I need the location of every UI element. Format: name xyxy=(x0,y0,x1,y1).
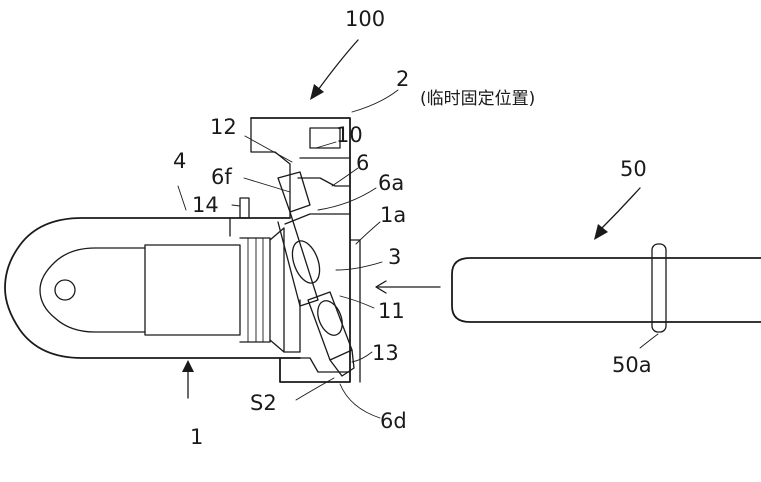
leader-12 xyxy=(244,135,293,163)
label-6: 6 xyxy=(356,151,369,175)
leader-2 xyxy=(351,89,399,113)
leader-3 xyxy=(335,261,383,271)
label-6a: 6a xyxy=(378,171,404,195)
label-12: 12 xyxy=(210,115,237,139)
housing-outline xyxy=(250,117,351,383)
post-14 xyxy=(239,197,250,219)
label-13: 13 xyxy=(372,341,399,365)
label-100: 100 xyxy=(345,7,385,31)
leader-11 xyxy=(339,295,375,309)
housing-top-pocket xyxy=(309,127,341,149)
label-1a: 1a xyxy=(380,203,406,227)
housing-mid-ledge xyxy=(284,213,351,225)
leader-1a xyxy=(355,221,381,245)
label-50: 50 xyxy=(620,157,647,181)
pipe-outline xyxy=(451,257,761,323)
leader-13 xyxy=(351,351,373,363)
arrows xyxy=(182,39,641,399)
arrow-1-head xyxy=(182,360,194,372)
housing-bottom-pocket xyxy=(283,299,301,353)
label-6d: 6d xyxy=(380,409,407,433)
pipe-50 xyxy=(451,243,761,333)
label-4: 4 xyxy=(173,149,186,173)
leader-4 xyxy=(177,185,187,211)
inner-cylinder xyxy=(144,244,241,336)
insertion-arrow-head xyxy=(375,280,387,294)
rib-block xyxy=(239,237,271,343)
leader-6f xyxy=(243,177,291,193)
bar-foot xyxy=(329,349,355,377)
leader-lines xyxy=(177,89,659,419)
label-11: 11 xyxy=(378,299,405,323)
label-S2: S2 xyxy=(250,391,277,415)
retainer-head xyxy=(277,171,311,213)
label-50a: 50a xyxy=(612,353,652,377)
labels: 100 2 (临时固定位置) 12 10 4 6f 6 6a 14 1a 3 1… xyxy=(173,7,652,449)
arrow-50-head xyxy=(594,224,608,240)
pipe-bead-50a xyxy=(651,243,667,333)
housing-inner-ledge xyxy=(297,177,351,187)
leader-6d xyxy=(339,383,381,419)
label-1: 1 xyxy=(190,425,203,449)
leader-50a xyxy=(639,333,659,349)
leader-6 xyxy=(331,167,359,187)
bar-bulge xyxy=(317,300,343,336)
label-14: 14 xyxy=(192,193,219,217)
arrow-50-line xyxy=(599,187,641,231)
elbow-outline xyxy=(4,217,301,359)
arrow-100-line xyxy=(317,39,359,91)
leader-14 xyxy=(231,204,241,207)
elbow-tube-body xyxy=(4,197,301,359)
leader-10 xyxy=(315,141,337,149)
eyelet-hole xyxy=(54,279,76,301)
caption-temporary-position: (临时固定位置) xyxy=(420,89,535,109)
label-10: 10 xyxy=(336,123,363,147)
housing-left-wall xyxy=(250,117,291,219)
housing-bottom-ledge xyxy=(279,357,351,373)
retainer-bulge xyxy=(291,240,321,284)
retainer-assembly xyxy=(277,171,355,377)
label-2: 2 xyxy=(396,67,409,91)
rib-lines xyxy=(247,237,264,343)
leader-S2 xyxy=(295,377,335,401)
label-6f: 6f xyxy=(211,165,232,189)
elbow-inner-end xyxy=(39,247,146,333)
leader-6a xyxy=(317,187,377,211)
arrow-100-head xyxy=(310,84,324,100)
housing-right-lip xyxy=(349,239,361,383)
tube-flange xyxy=(269,227,285,353)
label-3: 3 xyxy=(388,245,401,269)
